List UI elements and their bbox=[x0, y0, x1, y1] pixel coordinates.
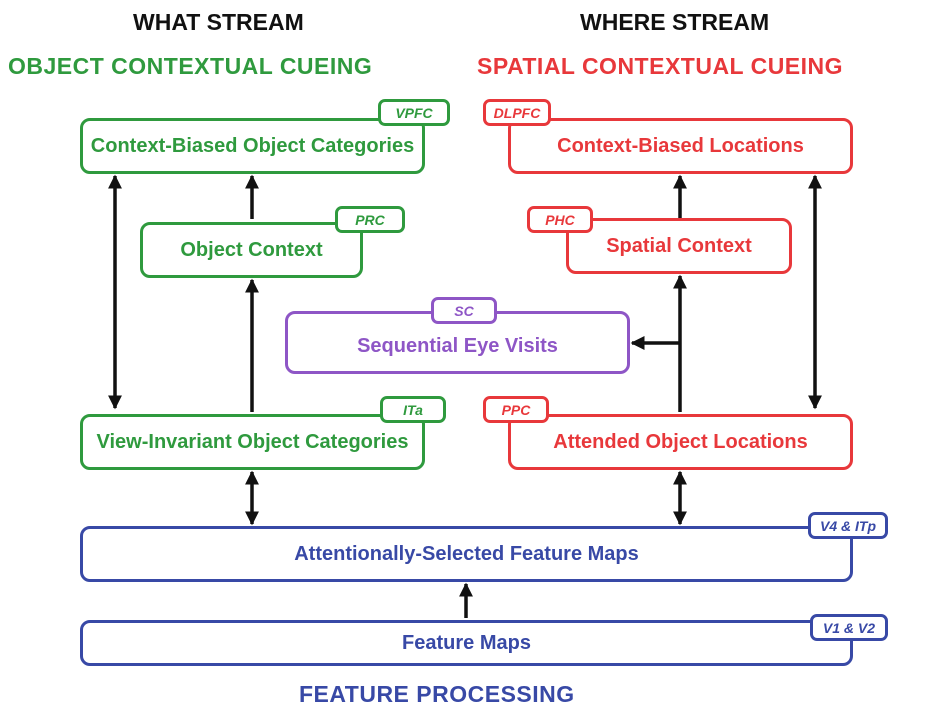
ppc-tag: PPC bbox=[483, 396, 549, 423]
spatial-context-box: Spatial Context bbox=[566, 218, 792, 274]
spatial-contextual-cueing-heading: SPATIAL CONTEXTUAL CUEING bbox=[477, 53, 844, 79]
object-context-box: Object Context bbox=[140, 222, 363, 278]
where-stream-heading: WHERE STREAM bbox=[580, 9, 770, 35]
v1-v2-tag: V1 & V2 bbox=[810, 614, 888, 641]
context-biased-locations-label: Context-Biased Locations bbox=[557, 134, 804, 157]
vpfc-tag: VPFC bbox=[378, 99, 450, 126]
what-stream-heading: WHAT STREAM bbox=[133, 9, 304, 35]
feature-maps-box: Feature Maps bbox=[80, 620, 853, 666]
view-invariant-object-categories-box: View-Invariant Object Categories bbox=[80, 414, 425, 470]
attended-object-locations-label: Attended Object Locations bbox=[553, 430, 808, 453]
ita-tag: ITa bbox=[380, 396, 446, 423]
feature-processing-heading: FEATURE PROCESSING bbox=[299, 681, 575, 707]
object-context-label: Object Context bbox=[180, 238, 323, 261]
feature-maps-label: Feature Maps bbox=[402, 631, 531, 654]
view-invariant-object-categories-label: View-Invariant Object Categories bbox=[96, 430, 409, 453]
dlpfc-tag: DLPFC bbox=[483, 99, 551, 126]
v4-itp-tag: V4 & ITp bbox=[808, 512, 888, 539]
attentionally-selected-feature-maps-box: Attentionally-Selected Feature Maps bbox=[80, 526, 853, 582]
spatial-context-label: Spatial Context bbox=[606, 234, 752, 257]
object-contextual-cueing-heading: OBJECT CONTEXTUAL CUEING bbox=[8, 53, 373, 79]
sc-tag: SC bbox=[431, 297, 497, 324]
attentionally-selected-feature-maps-label: Attentionally-Selected Feature Maps bbox=[294, 542, 639, 565]
attended-object-locations-box: Attended Object Locations bbox=[508, 414, 853, 470]
phc-tag: PHC bbox=[527, 206, 593, 233]
context-biased-object-categories-box: Context-Biased Object Categories bbox=[80, 118, 425, 174]
sequential-eye-visits-label: Sequential Eye Visits bbox=[357, 335, 558, 357]
context-biased-object-categories-label: Context-Biased Object Categories bbox=[90, 134, 415, 157]
prc-tag: PRC bbox=[335, 206, 405, 233]
context-biased-locations-box: Context-Biased Locations bbox=[508, 118, 853, 174]
